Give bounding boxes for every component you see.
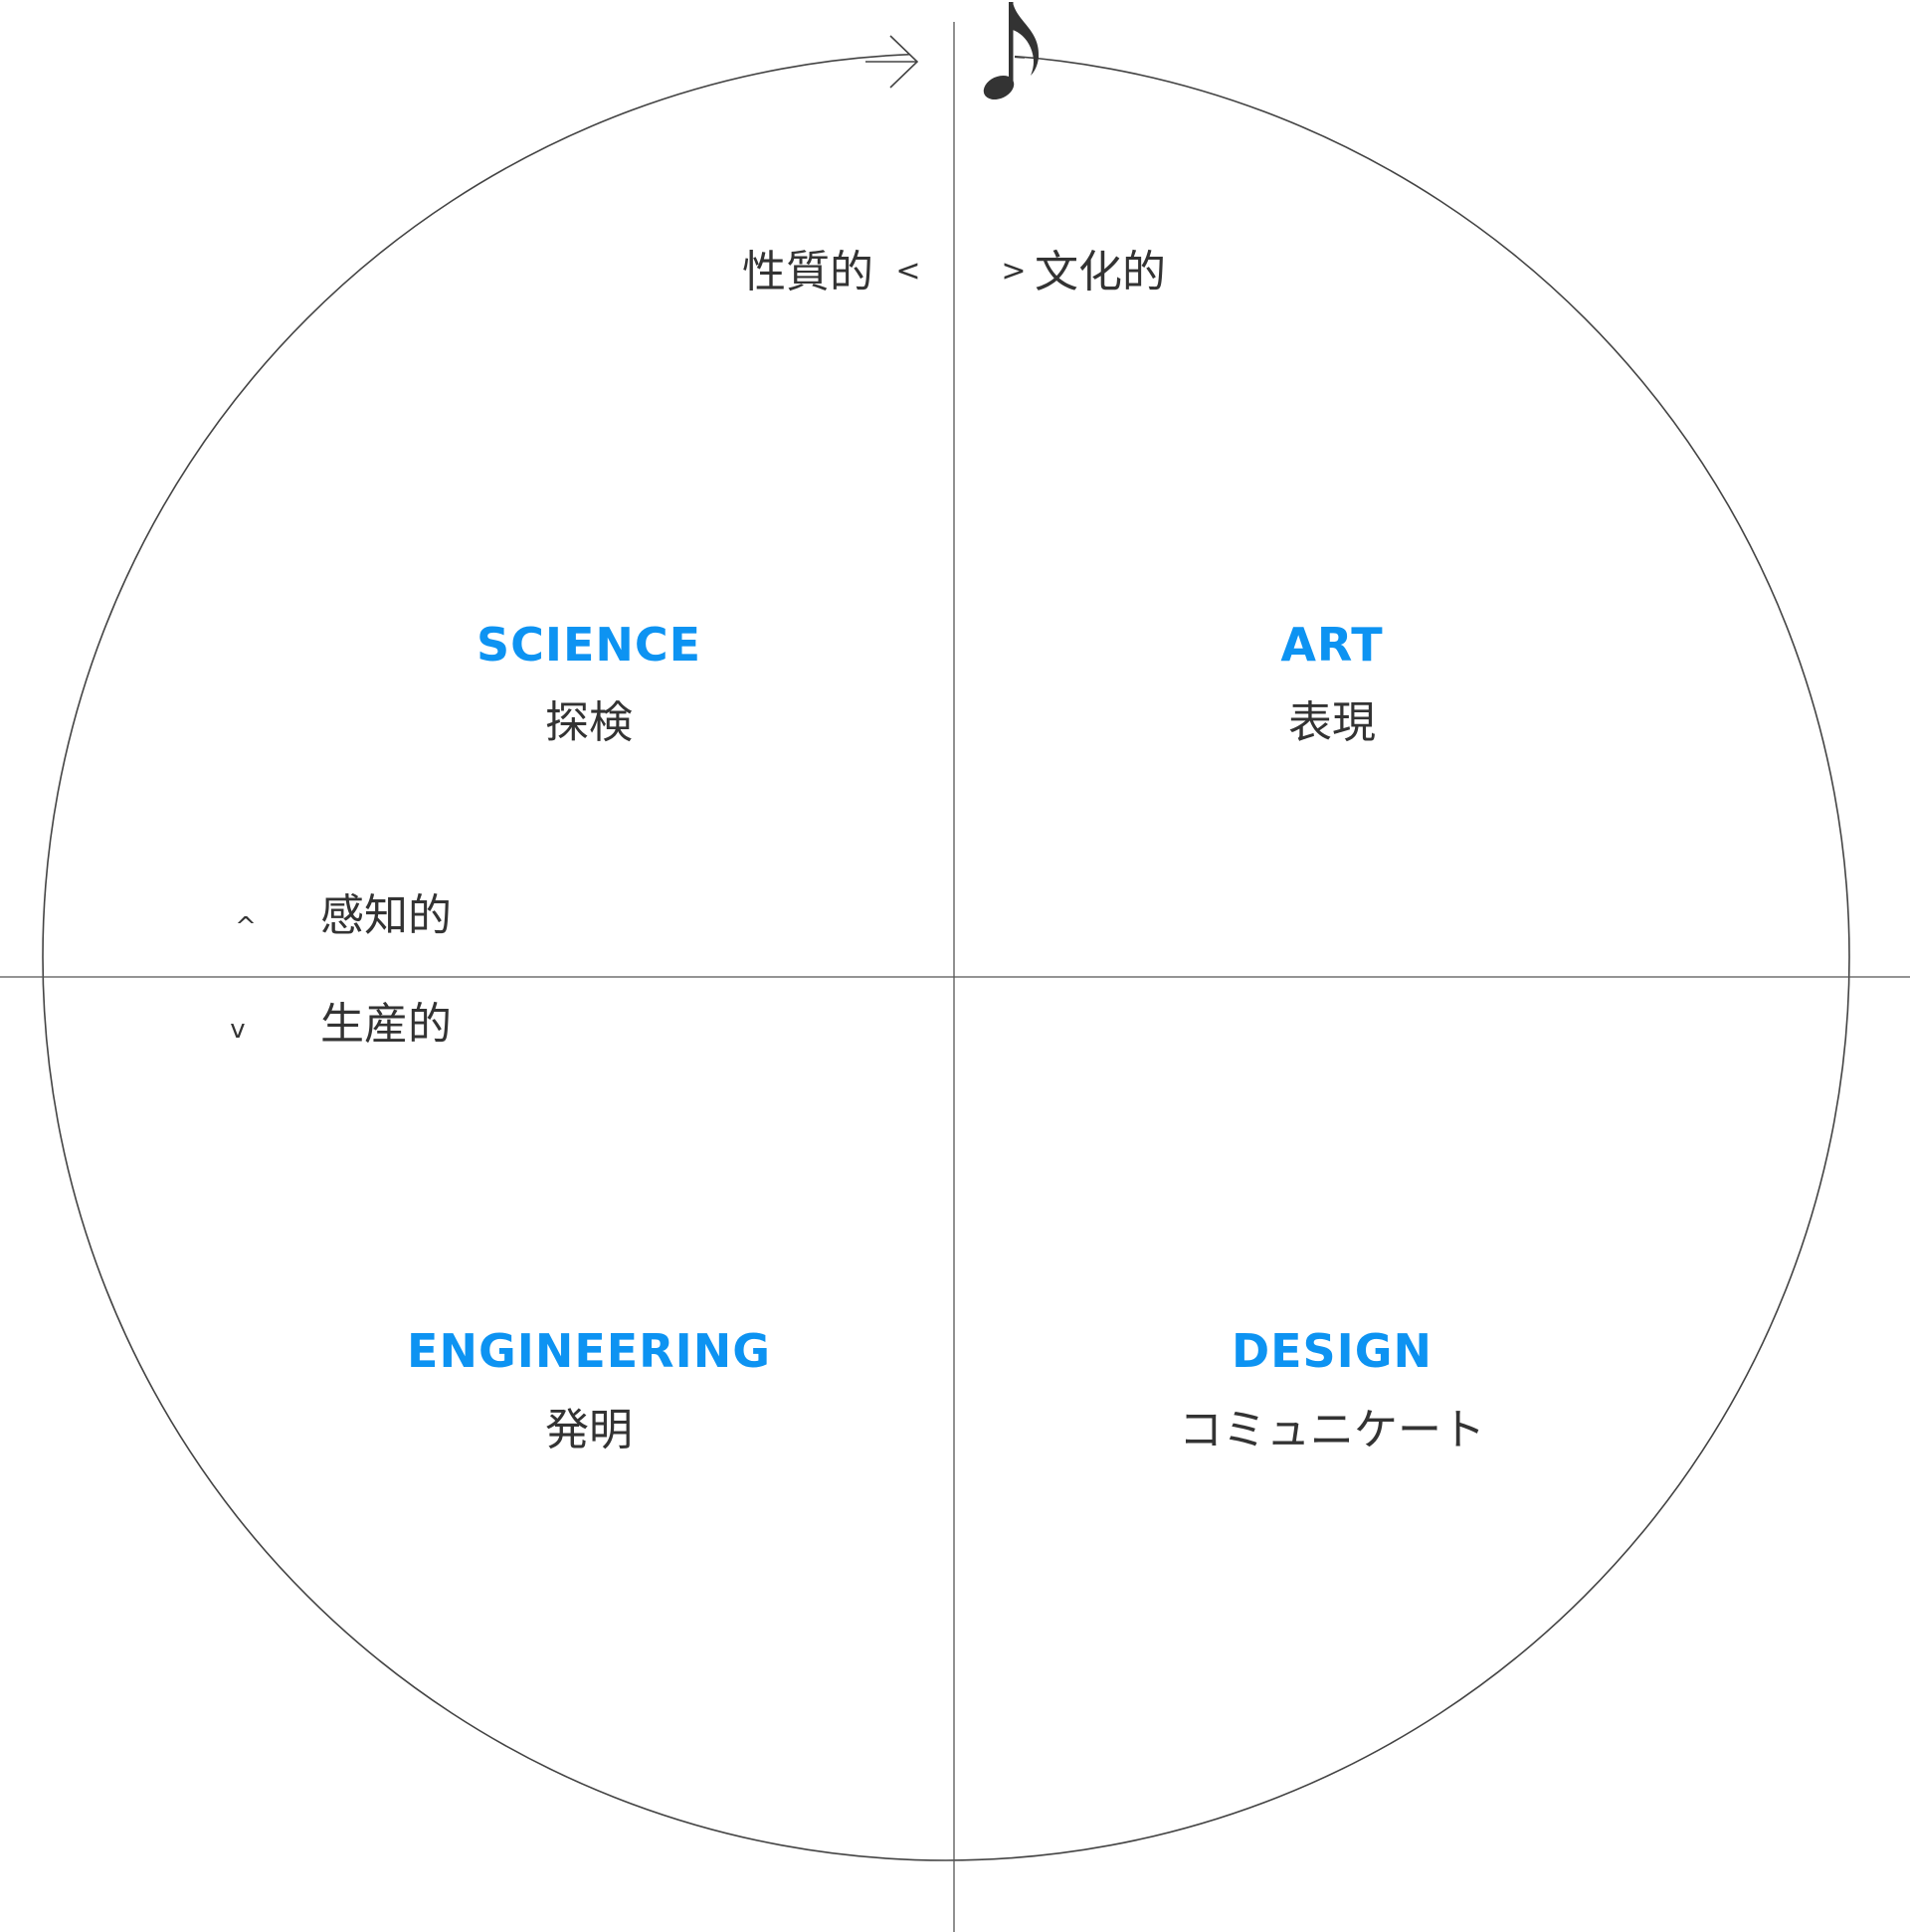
- quadrant-title-design: DESIGN: [1232, 1324, 1432, 1378]
- axis-marker-up: ^: [235, 912, 257, 942]
- axis-marker-down: v: [230, 1015, 245, 1045]
- axis-marker-left: <: [895, 254, 920, 289]
- circle-gap: [910, 40, 1015, 90]
- cycle-circle: [42, 53, 1850, 1861]
- axis-label-lower: 生産的: [320, 999, 452, 1050]
- quadrant-subtitle-art: 表現: [1288, 697, 1376, 748]
- axis-marker-right: >: [1001, 254, 1026, 289]
- quadrant-subtitle-engineering: 発明: [545, 1405, 633, 1455]
- axis-label-left: 性質的: [742, 247, 873, 297]
- quadrant-title-science: SCIENCE: [477, 618, 701, 672]
- quadrant-title-engineering: ENGINEERING: [407, 1324, 771, 1378]
- cycle-arc-right: [1014, 56, 1026, 59]
- quadrant-title-art: ART: [1280, 618, 1383, 672]
- quadrant-subtitle-science: 探検: [545, 697, 633, 748]
- quadrant-subtitle-design: コミュニケート: [1179, 1405, 1485, 1455]
- eighth-note-icon: [983, 2, 1040, 100]
- axis-label-right: 文化的: [1035, 247, 1166, 297]
- axis-label-upper: 感知的: [320, 890, 452, 941]
